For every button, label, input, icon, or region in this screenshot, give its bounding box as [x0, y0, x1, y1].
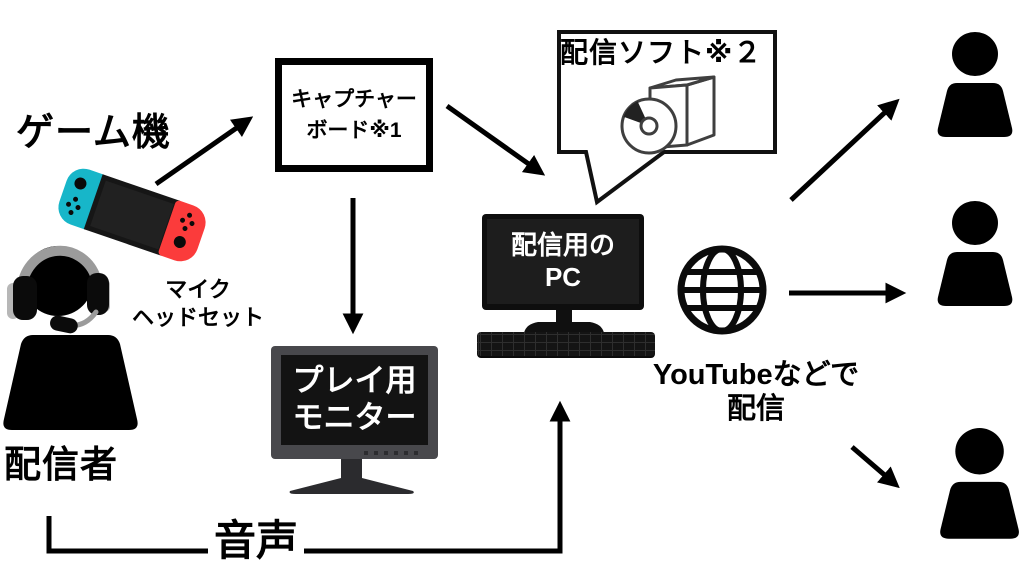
broadcast-label-line2: 配信	[726, 393, 785, 426]
software-box-cd-icon	[620, 75, 716, 155]
mic-capsule	[50, 315, 78, 334]
streamer-icon	[0, 226, 141, 436]
streaming-pc-label-line2: PC	[544, 261, 582, 292]
arrow-to-viewer-1	[789, 98, 900, 202]
streamer-body	[3, 335, 138, 430]
globe-icon	[677, 245, 767, 335]
broadcast-label: YouTubeなどで 配信	[616, 358, 896, 426]
streaming-software-label: 配信ソフト※２	[560, 37, 763, 68]
broadcast-label-line1: YouTubeなどで	[652, 359, 860, 391]
joycon-stick	[172, 234, 188, 250]
viewer-icon-3	[940, 428, 1019, 539]
joycon-button	[74, 204, 82, 211]
audio-label: 音声	[213, 517, 298, 564]
joycon-button	[65, 201, 72, 208]
capture-board-label-line1: キャプチャー	[291, 87, 417, 111]
pc-monitor-stand	[524, 308, 604, 333]
play-monitor-stand	[289, 458, 414, 494]
play-monitor: プレイ用 モニター	[271, 346, 438, 459]
game-console-label: ゲーム機	[16, 112, 171, 154]
viewer-icon-1	[937, 32, 1013, 137]
capture-board-label-line2: ボード※1	[306, 119, 402, 142]
viewer-icon-2	[937, 201, 1013, 306]
joycon-button	[188, 220, 196, 227]
play-monitor-label-line1: プレイ用	[292, 363, 417, 399]
headset-band	[17, 245, 101, 295]
play-monitor-screen: プレイ用 モニター	[281, 355, 428, 445]
keyboard-icon	[477, 332, 655, 356]
monitor-buttons	[364, 451, 424, 455]
mic-headset-label: マイク ヘッドセット	[123, 276, 273, 331]
joycon-button	[179, 217, 186, 224]
streamer-label: 配信者	[4, 444, 118, 485]
joycon-button	[67, 209, 75, 216]
streaming-pc-monitor: 配信用の PC	[482, 214, 644, 310]
capture-board-box: キャプチャー ボード※1	[275, 58, 433, 172]
headset-cup-right	[87, 273, 109, 315]
streaming-pc-screen: 配信用の PC	[487, 219, 639, 304]
mic-headset-label-line2: ヘッドセット	[131, 304, 264, 330]
joycon-button	[186, 212, 193, 219]
joycon-stick	[72, 175, 89, 192]
mic-headset-label-line1: マイク	[165, 277, 231, 302]
joycon-button	[181, 225, 189, 232]
play-monitor-label-line2: モニター	[292, 400, 417, 435]
joycon-button	[72, 196, 79, 203]
headset-cup-left	[13, 276, 37, 320]
person-with-headset-icon	[3, 245, 138, 430]
streamer-head	[23, 246, 93, 316]
arrow-to-viewer-3	[850, 445, 900, 489]
arrow-capture-to-pc	[445, 103, 546, 176]
streaming-pc-label-line1: 配信用の	[510, 230, 615, 261]
